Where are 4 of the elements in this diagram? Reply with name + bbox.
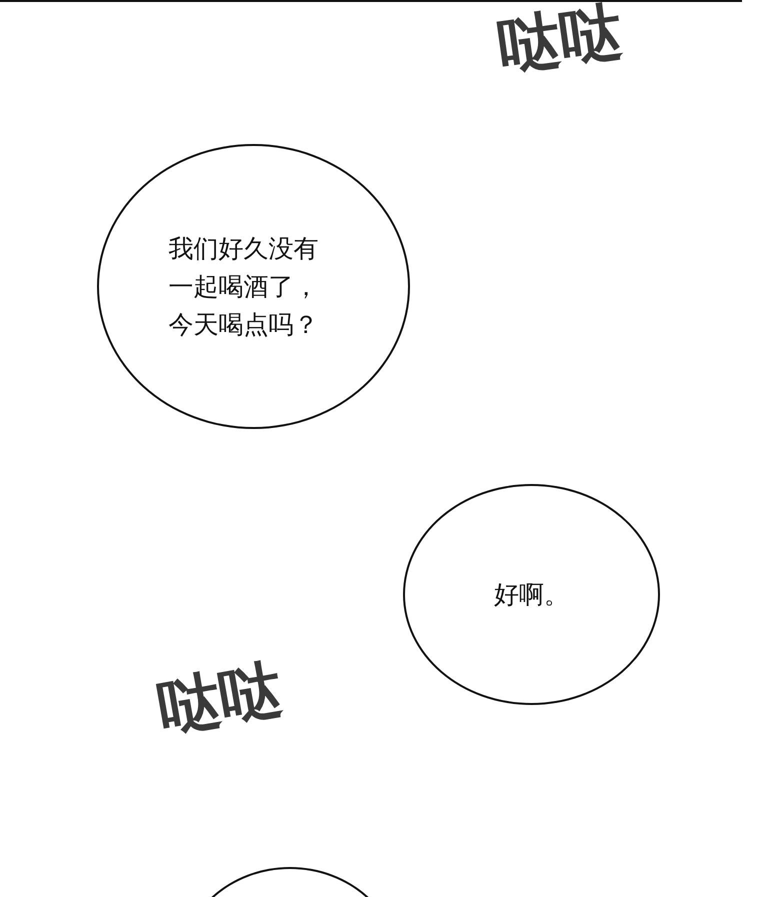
speech-text: 我们好久没有一起喝酒了，今天喝点吗？: [168, 232, 320, 340]
speech-text: 好啊。: [494, 578, 569, 610]
sound-effect-text: 哒哒: [494, 0, 626, 78]
sound-effect-text: 哒哒: [154, 658, 286, 740]
